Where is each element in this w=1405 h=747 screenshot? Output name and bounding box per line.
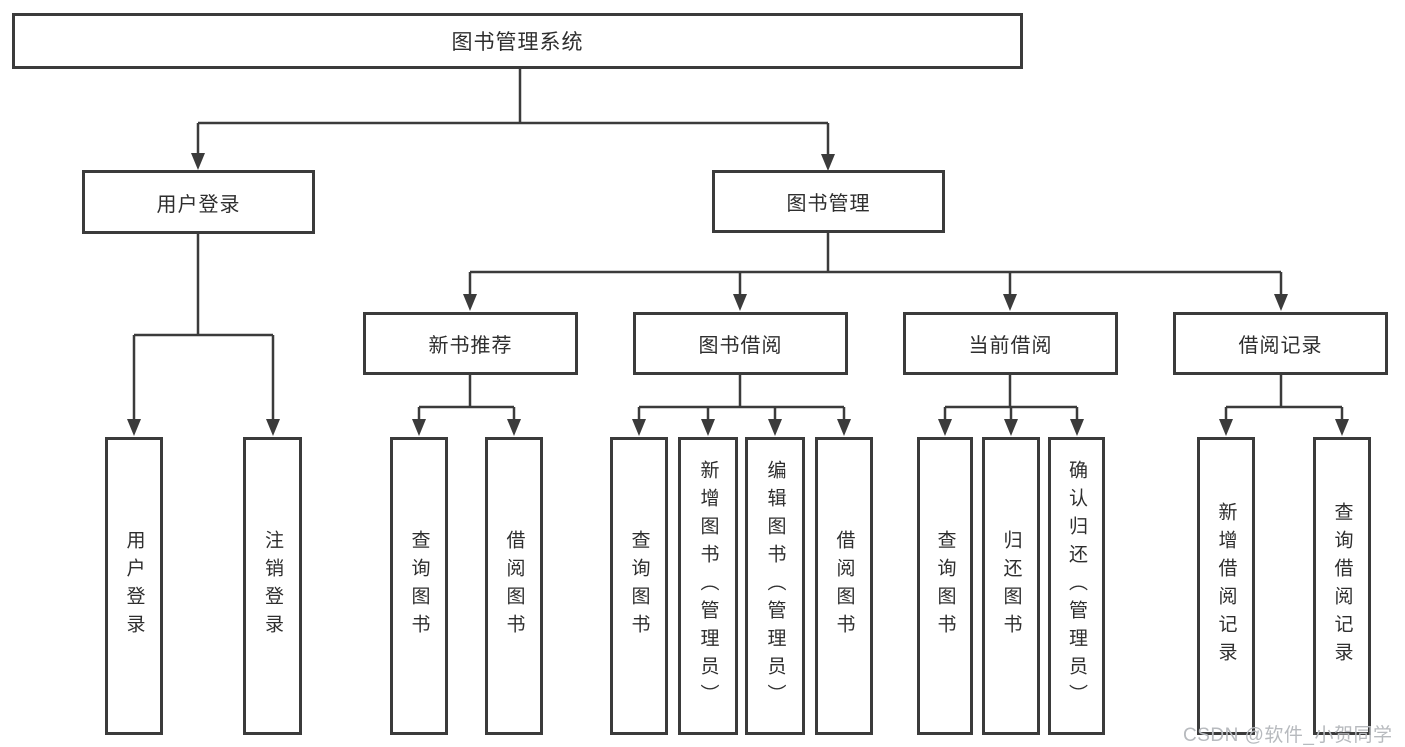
node-borrow-records-label: 借阅记录 (1238, 335, 1323, 357)
leaf-add-borrow-record-label: 新增借阅记录 (1215, 502, 1237, 670)
leaf-borrow-books-2: 借阅图书 (815, 437, 873, 735)
leaf-edit-books-admin: 编辑图书（管理员） (745, 437, 805, 735)
node-new-book-recommend-label: 新书推荐 (428, 335, 513, 357)
node-user-login: 用户登录 (82, 170, 315, 234)
leaf-confirm-return-admin-label: 确认归还（管理员） (1066, 460, 1087, 712)
leaf-query-borrow-record: 查询借阅记录 (1313, 437, 1371, 735)
node-book-borrow-label: 图书借阅 (698, 335, 783, 357)
leaf-user-login-label: 用户登录 (123, 530, 145, 642)
leaf-edit-books-admin-label: 编辑图书（管理员） (764, 460, 786, 712)
leaf-confirm-return-admin: 确认归还（管理员） (1048, 437, 1105, 735)
node-borrow-records: 借阅记录 (1173, 312, 1388, 375)
leaf-borrow-books-1-label: 借阅图书 (503, 530, 525, 642)
node-new-book-recommend: 新书推荐 (363, 312, 578, 375)
node-book-management: 图书管理 (712, 170, 945, 233)
leaf-query-books-2-label: 查询图书 (628, 530, 650, 642)
node-book-management-label: 图书管理 (786, 193, 871, 215)
node-current-borrow-label: 当前借阅 (968, 335, 1053, 357)
leaf-query-books-1-label: 查询图书 (408, 530, 430, 642)
leaf-add-borrow-record: 新增借阅记录 (1197, 437, 1255, 735)
leaf-query-books-3-label: 查询图书 (934, 530, 956, 642)
leaf-logout: 注销登录 (243, 437, 302, 735)
leaf-query-books-3: 查询图书 (917, 437, 973, 735)
node-user-login-label: 用户登录 (156, 193, 241, 216)
leaf-user-login: 用户登录 (105, 437, 163, 735)
leaf-add-books-admin: 新增图书（管理员） (678, 437, 738, 735)
node-current-borrow: 当前借阅 (903, 312, 1118, 375)
leaf-logout-label: 注销登录 (262, 530, 283, 642)
leaf-return-books-label: 归还图书 (1000, 530, 1022, 642)
leaf-query-books-1: 查询图书 (390, 437, 448, 735)
csdn-watermark: CSDN @软件_小贺同学 (1183, 725, 1393, 746)
leaf-borrow-books-2-label: 借阅图书 (833, 530, 855, 642)
node-book-borrow: 图书借阅 (633, 312, 848, 375)
leaf-borrow-books-1: 借阅图书 (485, 437, 543, 735)
leaf-add-books-admin-label: 新增图书（管理员） (697, 460, 719, 712)
leaf-query-borrow-record-label: 查询借阅记录 (1331, 502, 1353, 670)
leaf-return-books: 归还图书 (982, 437, 1040, 735)
node-root-label: 图书管理系统 (451, 31, 584, 54)
node-root: 图书管理系统 (12, 13, 1023, 69)
leaf-query-books-2: 查询图书 (610, 437, 668, 735)
